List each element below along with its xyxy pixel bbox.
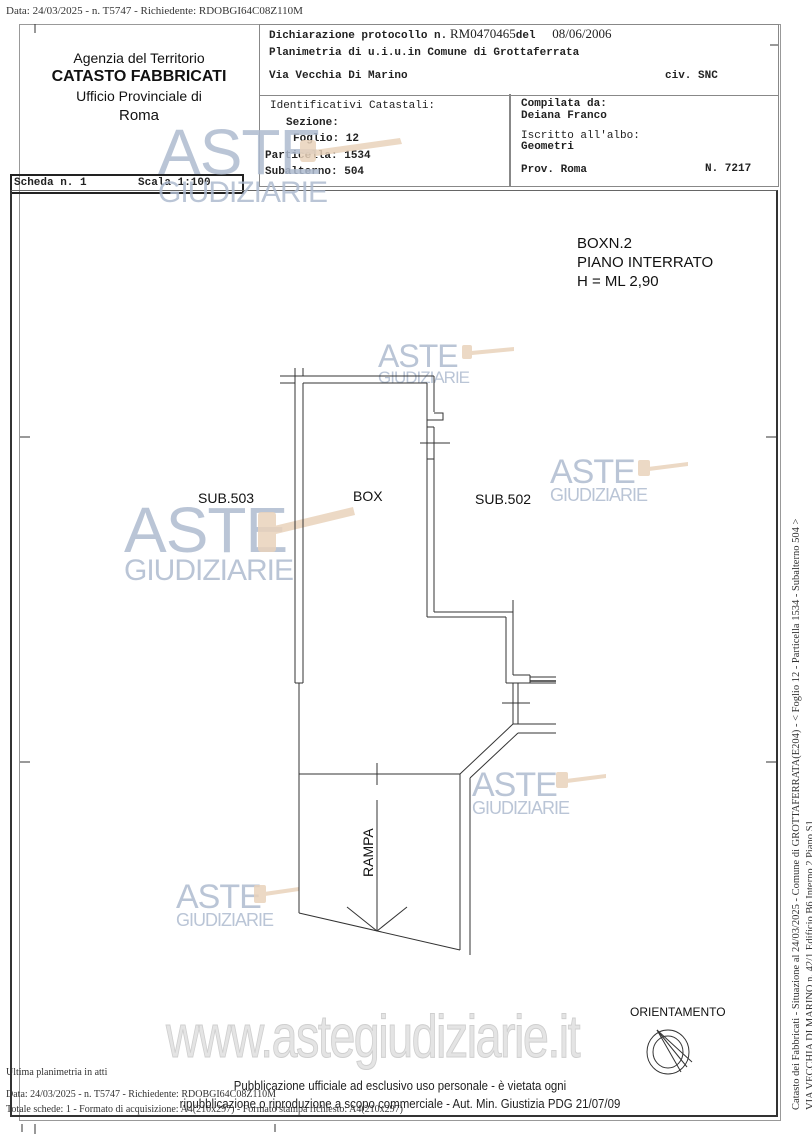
- watermark-aste-6: ASTE GIUDIZIARIE: [176, 878, 274, 930]
- gavel-icon: [300, 138, 402, 162]
- compiler-box: Compilata da: Deiana Franco Iscritto all…: [509, 94, 779, 187]
- watermark-aste-2: ASTE GIUDIZIARIE: [378, 338, 470, 387]
- plan-title-floor: PIANO INTERRATO: [577, 254, 714, 271]
- scheda-bar: Scheda n. 1 Scala 1:100: [10, 174, 244, 194]
- watermark-aste-3: ASTE GIUDIZIARIE: [550, 453, 648, 505]
- footer-last-plan: Ultima planimetria in atti: [6, 1067, 108, 1078]
- albo-value: Geometri: [521, 141, 574, 153]
- gavel-icon: [556, 772, 606, 788]
- declaration-line: Dichiarazione protocollo n. RM0470465del…: [269, 26, 612, 42]
- agency-block: Agenzia del Territorio CATASTO FABBRICAT…: [20, 44, 258, 124]
- particella: Particella: 1534: [265, 150, 371, 162]
- side-info-line2: VIA VECCHIA DI MARINO n. 42/1 Edificio B…: [805, 820, 812, 1110]
- footer-totals: Totale schede: 1 - Formato di acquisizio…: [6, 1104, 403, 1115]
- declaration-box: Dichiarazione protocollo n. RM0470465del…: [259, 24, 779, 96]
- plan-title-height: H = ML 2,90: [577, 273, 659, 290]
- agency-office: Ufficio Provinciale di: [76, 88, 202, 104]
- agency-catasto: CATASTO FABBRICATI: [51, 68, 227, 85]
- orientation-label: ORIENTAMENTO: [630, 1005, 726, 1019]
- civic-number: civ. SNC: [665, 70, 718, 82]
- watermark-aste-1: ASTE GIUDIZIARIE: [158, 116, 328, 209]
- room-label-sub503: SUB.503: [198, 490, 255, 506]
- sezione: Sezione:: [286, 117, 339, 129]
- gavel-icon: [638, 460, 688, 476]
- room-label-rampa: RAMPA: [360, 828, 376, 877]
- drawing-frame: [10, 190, 778, 1117]
- gavel-icon: [258, 507, 355, 552]
- planimetria-line: Planimetria di u.i.u.in Comune di Grotta…: [269, 47, 580, 59]
- side-info-line1: Catasto dei Fabbricati - Situazione al 2…: [791, 518, 802, 1110]
- identifiers-box: Identificativi Catastali: Sezione: Fogli…: [259, 94, 511, 187]
- publication-notice-2: ripubblicazione o riproduzione a scopo c…: [179, 1096, 621, 1111]
- footer-request: Data: 24/03/2025 - n. T5747 - Richiedent…: [6, 1089, 276, 1100]
- compiler-name: Deiana Franco: [521, 110, 607, 122]
- compiler-label: Compilata da:: [521, 98, 607, 110]
- albo-label: Iscritto all'albo:: [521, 130, 640, 142]
- scheda-number: Scheda n. 1: [14, 177, 87, 189]
- gavel-icon: [254, 885, 299, 903]
- side-info: Catasto dei Fabbricati - Situazione al 2…: [790, 519, 812, 1110]
- request-header-line: Data: 24/03/2025 - n. T5747 - Richiedent…: [6, 5, 303, 17]
- plan-title: BOXN.2 PIANO INTERRATO H = ML 2,90: [577, 234, 713, 291]
- watermark-aste-5: ASTE GIUDIZIARIE: [472, 766, 570, 818]
- room-label-sub502: SUB.502: [475, 491, 532, 507]
- protocol-number: RM0470465: [449, 26, 516, 41]
- plan-title-box: BOXN.2: [577, 235, 633, 252]
- albo-number: N. 7217: [705, 163, 752, 175]
- address-line: Via Vecchia Di Marino: [269, 70, 408, 82]
- gavel-icon: [462, 345, 514, 359]
- agency-city: Roma: [118, 107, 159, 124]
- compass-icon: [646, 1029, 693, 1075]
- declaration-date: 08/06/2006: [552, 26, 612, 41]
- publication-notice-1: Pubblicazione ufficiale ad esclusivo uso…: [233, 1078, 567, 1093]
- scale: Scala 1:100: [138, 177, 211, 189]
- subalterno: Subalterno: 504: [265, 166, 365, 178]
- identifiers-title: Identificativi Catastali:: [270, 100, 436, 112]
- room-label-box: BOX: [353, 488, 383, 504]
- watermark-url: www.astegiudiziarie.it: [166, 1003, 581, 1071]
- province: Prov. Roma: [521, 164, 588, 176]
- agency-name: Agenzia del Territorio: [73, 50, 205, 66]
